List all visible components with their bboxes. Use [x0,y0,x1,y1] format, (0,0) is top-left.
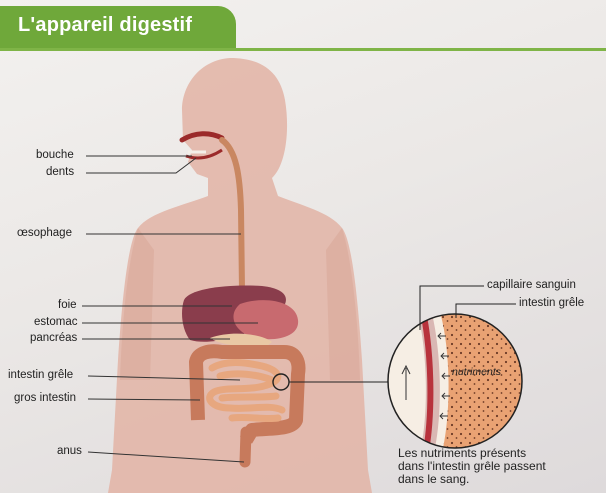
label-gros-intestin: gros intestin [14,392,76,404]
label-nutriments: nutriments [452,366,501,378]
label-estomac: estomac [34,316,77,328]
label-intestin-grele: intestin grêle [8,369,73,381]
right-arm [326,228,360,380]
zoom-caption: Les nutriments présents dans l'intestin … [398,447,546,486]
rectum [245,432,246,462]
label-bouche: bouche [36,149,74,161]
label-zoom-intestin-grele: intestin grêle [519,297,584,309]
zoom-detail [385,300,530,460]
caption-line-3: dans le sang. [398,473,546,486]
label-foie: foie [58,299,77,311]
label-dents: dents [46,166,74,178]
label-oesophage: œsophage [17,227,72,239]
label-pancreas: pancréas [30,332,77,344]
label-capillaire-sanguin: capillaire sanguin [487,279,576,291]
left-arm [120,228,154,380]
label-anus: anus [57,445,82,457]
